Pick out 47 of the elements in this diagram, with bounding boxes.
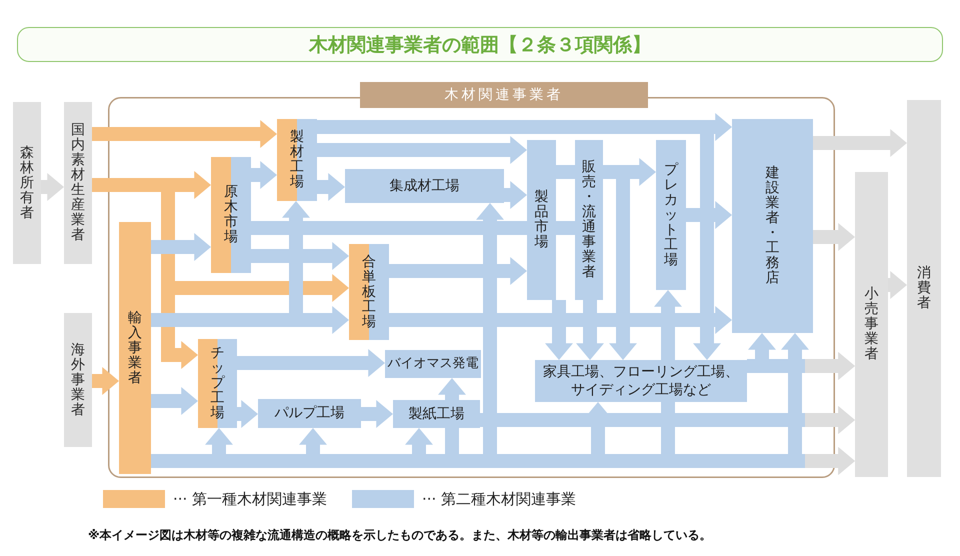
group-heading: 木材関連事業者 bbox=[360, 82, 648, 108]
sector-box: 製紙工場 bbox=[393, 400, 480, 428]
sector-box: 製材工場 bbox=[277, 119, 317, 201]
sector-box: 海外事業者 bbox=[64, 313, 92, 447]
legend-label: ··· 第二種木材関連事業 bbox=[422, 489, 576, 510]
sector-box: 原木市場 bbox=[211, 157, 251, 273]
sector-box: 小売事業者 bbox=[855, 172, 888, 477]
flow-arrow bbox=[813, 129, 908, 157]
flow-arrow bbox=[438, 378, 466, 400]
sector-box: プレカット工場 bbox=[656, 140, 686, 290]
flow-arrow bbox=[251, 161, 278, 189]
flow-arrow bbox=[237, 400, 258, 428]
group-frame bbox=[108, 82, 835, 479]
flow-arrow bbox=[317, 173, 346, 201]
sector-box: 製品市場 bbox=[527, 140, 556, 300]
flow-arrow bbox=[361, 400, 394, 428]
flow-arrow bbox=[389, 306, 732, 334]
flow-arrow bbox=[504, 181, 528, 209]
sector-box: 国内素材生産業者 bbox=[64, 102, 92, 264]
sector-box: 森林所有者 bbox=[13, 102, 41, 264]
flow-arrow bbox=[151, 233, 212, 261]
sector-box: 消費者 bbox=[907, 100, 941, 477]
flow-arrow bbox=[813, 223, 856, 251]
sector-box: 販売・流通事業者 bbox=[575, 140, 603, 300]
flow-arrow bbox=[237, 349, 386, 377]
flow-arrow bbox=[251, 242, 350, 270]
sector-box: 建設業者・工務店 bbox=[732, 119, 813, 333]
flow-arrow bbox=[151, 387, 198, 415]
sector-box: パルプ工場 bbox=[258, 399, 361, 428]
sector-box: 合単板工場 bbox=[349, 244, 389, 340]
flow-arrow bbox=[317, 136, 528, 164]
sector-box: 集成材工場 bbox=[345, 169, 504, 203]
legend-label: ··· 第一種木材関連事業 bbox=[173, 489, 328, 510]
flow-arrow bbox=[41, 173, 64, 201]
flow-arrow bbox=[545, 300, 573, 360]
sector-box: チップ工場 bbox=[198, 339, 237, 428]
title-banner: 木材関連事業者の範囲【２条３項関係】 bbox=[17, 27, 943, 62]
flow-arrow bbox=[686, 201, 732, 229]
footnote: ※本イメージ図は木材等の複雑な流通構造の概略を示したものである。また、木材等の輸出事業者は省略している。 bbox=[88, 527, 712, 544]
sector-box: バイオマス発電 bbox=[385, 350, 481, 378]
flow-arrow bbox=[576, 300, 604, 360]
flow-arrow bbox=[480, 406, 856, 434]
flow-arrow bbox=[888, 271, 908, 299]
sector-box: 家具工場、フローリング工場、サイディング工場など bbox=[535, 360, 747, 402]
flow-arrow bbox=[92, 367, 120, 395]
sector-box: 輸入事業者 bbox=[119, 222, 151, 474]
flow-arrow bbox=[654, 290, 682, 360]
